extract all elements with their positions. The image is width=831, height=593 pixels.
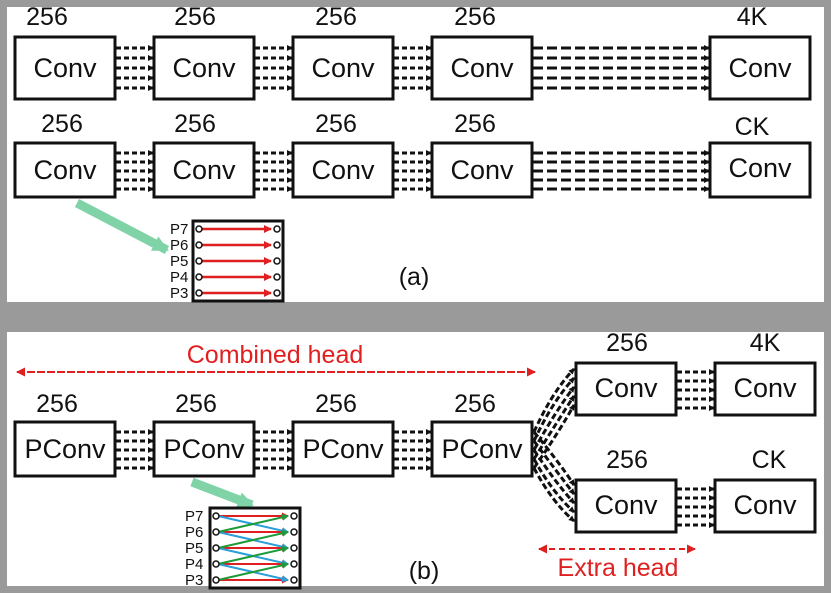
row2-conv-3: Conv <box>291 141 395 199</box>
row2-channel-2: 256 <box>174 110 216 138</box>
row2-conv-4: Conv <box>430 141 534 199</box>
row1-conv-1: Conv <box>13 35 117 101</box>
panel-a-diagram: 256 256 256 256 4K Conv Conv Conv Conv C… <box>13 3 812 303</box>
row1-conv-3-label: Conv <box>311 53 375 83</box>
top-branch-conv-1-label: Conv <box>594 373 658 403</box>
row2-channel-3: 256 <box>315 110 357 138</box>
inset-b-p6: P6 <box>185 524 203 541</box>
row2-connector-1 <box>116 150 154 192</box>
inset-b: P7 P6 P5 P4 P3 <box>185 506 302 590</box>
bottom-branch-conv-1: Conv <box>574 478 678 534</box>
bottom-branch-connector <box>677 486 715 528</box>
top-branch-conv-2: Conv <box>713 361 817 417</box>
inset-a-p7: P7 <box>170 221 188 238</box>
inset-a-p5: P5 <box>170 253 188 270</box>
pconv-3: PConv <box>291 420 395 478</box>
extra-head-label: Extra head <box>558 554 679 582</box>
panel-a: 256 256 256 256 4K Conv Conv Conv Conv C… <box>7 3 824 303</box>
row2-connector-2 <box>255 150 293 192</box>
inset-b-p4: P4 <box>185 556 203 573</box>
row2-channel-5: CK <box>735 113 770 141</box>
row1-conv-5-label: Conv <box>728 53 792 83</box>
row1-conv-4-label: Conv <box>450 53 514 83</box>
row2-conv-5-label: Conv <box>728 153 792 183</box>
row1-connector-3 <box>394 45 432 91</box>
bottom-branch-channel-1: 256 <box>606 446 648 474</box>
pconv-1: PConv <box>13 420 117 478</box>
inset-a: P7 P6 P5 P4 P3 <box>170 219 285 303</box>
panel-b-diagram: Combined head 256 256 256 256 PConv PCon… <box>13 329 817 590</box>
row1-conv-4: Conv <box>430 35 534 101</box>
row1-connector-1 <box>116 45 154 91</box>
pconv-4: PConv <box>430 420 534 478</box>
inset-b-p5: P5 <box>185 540 203 557</box>
bottom-branch-conv-2-label: Conv <box>733 490 797 520</box>
row2-conv-3-label: Conv <box>311 155 375 185</box>
pconv-channel-4: 256 <box>454 390 496 418</box>
row1-conv-2-label: Conv <box>172 53 236 83</box>
highlight-arrow-b <box>190 477 254 510</box>
bottom-branch-conv-2: Conv <box>713 478 817 534</box>
row2-channel-4: 256 <box>454 110 496 138</box>
pconv-channel-1: 256 <box>36 390 78 418</box>
bottom-branch-channel-2: CK <box>752 446 787 474</box>
row2-conv-1-label: Conv <box>33 155 97 185</box>
combined-head-label: Combined head <box>187 341 364 369</box>
row2-conv-2-label: Conv <box>172 155 236 185</box>
row1-conv-1-label: Conv <box>33 53 97 83</box>
pconv-channel-2: 256 <box>175 390 217 418</box>
fanout-connector-top <box>532 367 576 469</box>
pconv-channel-3: 256 <box>315 390 357 418</box>
inset-b-p3: P3 <box>185 572 203 589</box>
panel-b-label: (b) <box>409 557 440 585</box>
pconv-2: PConv <box>152 420 256 478</box>
pconv-3-label: PConv <box>302 434 384 464</box>
inset-a-p4: P4 <box>170 269 188 286</box>
inset-a-p6: P6 <box>170 237 188 254</box>
panel-a-label: (a) <box>399 263 430 291</box>
row1-conv-5: Conv <box>708 35 812 101</box>
row1-channel-2: 256 <box>174 3 216 31</box>
pconv-connector-1 <box>116 429 154 471</box>
pconv-1-label: PConv <box>24 434 106 464</box>
pconv-connector-3 <box>394 429 432 471</box>
top-branch-channel-1: 256 <box>606 329 648 357</box>
top-branch-conv-2-label: Conv <box>733 373 797 403</box>
row1-channel-1: 256 <box>26 3 68 31</box>
pconv-2-label: PConv <box>163 434 245 464</box>
row1-conv-2: Conv <box>152 35 256 101</box>
highlight-arrow <box>74 199 170 254</box>
row1-connector-2 <box>255 45 293 91</box>
inset-a-p3: P3 <box>170 285 188 302</box>
top-branch-channel-2: 4K <box>750 329 781 357</box>
row2-connector-3 <box>394 150 432 192</box>
inset-b-p7: P7 <box>185 508 203 525</box>
row2-connector-4 <box>533 150 710 192</box>
row2-channel-1: 256 <box>41 110 83 138</box>
top-branch-conv-1: Conv <box>574 361 678 417</box>
top-branch-connector <box>677 369 715 411</box>
row1-channel-5: 4K <box>737 3 768 31</box>
row2-conv-2: Conv <box>152 141 256 199</box>
pconv-connector-2 <box>255 429 293 471</box>
row1-channel-3: 256 <box>315 3 357 31</box>
row1-connector-4 <box>533 45 710 91</box>
bottom-branch-conv-1-label: Conv <box>594 490 658 520</box>
row1-channel-4: 256 <box>454 3 496 31</box>
row2-conv-1: Conv <box>13 141 117 199</box>
fanout-connector-bottom <box>532 431 576 523</box>
panel-b: Combined head 256 256 256 256 PConv PCon… <box>7 329 824 590</box>
row1-conv-3: Conv <box>291 35 395 101</box>
row2-conv-5: Conv <box>708 141 812 199</box>
pconv-4-label: PConv <box>441 434 523 464</box>
row2-conv-4-label: Conv <box>450 155 514 185</box>
